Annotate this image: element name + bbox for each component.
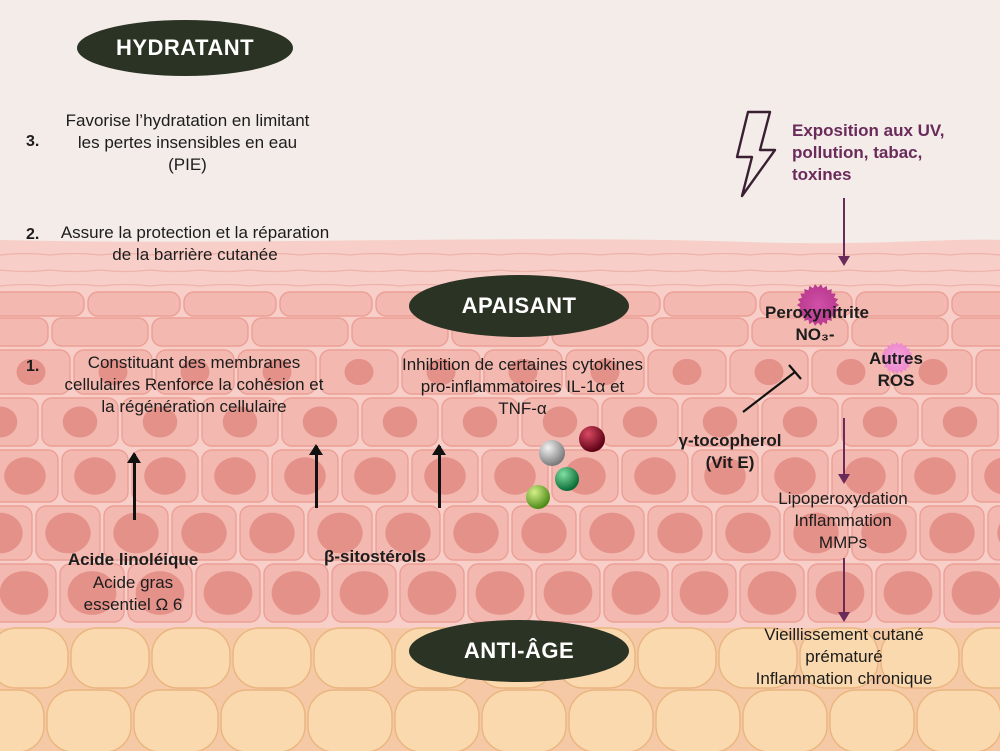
point-1-text: Constituant des membranes cellulaires Re… [64, 353, 324, 416]
acide-name: Acide linoléique [67, 550, 199, 569]
peroxynitrite-molecule [797, 284, 839, 326]
peroxynitrite-label: Peroxynitrite [765, 303, 869, 322]
tocopherol-label: γ-tocopherol [678, 431, 782, 450]
point-1-number: 1. [26, 358, 40, 375]
acide-type: Acide gras [92, 573, 174, 592]
effect-inflammation: Inflammation [794, 511, 892, 530]
anti-age-badge: ANTI-ÂGE [409, 620, 629, 682]
result-aging: Vieillissement cutané [764, 625, 924, 644]
ros-label-1: Autres [869, 349, 923, 368]
ros-molecule [881, 342, 913, 374]
down-arrow-stress [838, 198, 850, 266]
no3-label: NO₃- [795, 325, 835, 344]
ros-label-2: ROS [877, 371, 915, 390]
effect-mmps: MMPs [818, 533, 868, 552]
up-arrow-inhibition [432, 444, 446, 508]
point-3-text: Favorise l’hydratation en limitant les p… [65, 111, 310, 174]
point-2-text: Assure la protection et la réparation de… [60, 223, 330, 264]
down-arrow-ros [838, 418, 850, 484]
lightning-icon [735, 110, 777, 198]
stress-line-1: Exposition aux UV, [792, 121, 945, 140]
vit-e-label: (Vit E) [705, 453, 755, 472]
point-3-number: 3. [26, 133, 40, 150]
effect-lipoperoxydation: Lipoperoxydation [778, 489, 908, 508]
down-arrow-effects [838, 558, 850, 622]
stress-line-3: toxines [792, 165, 852, 184]
sitosterol-label: β-sitostérols [323, 547, 426, 566]
acide-omega: essentiel Ω 6 [83, 595, 183, 614]
stress-line-2: pollution, tabac, [792, 143, 923, 162]
point-2-number: 2. [26, 226, 40, 243]
inhibition-text: Inhibition de certaines cytokines pro-in… [402, 355, 643, 418]
up-arrow-sitosterol [309, 444, 323, 508]
hydratant-badge: HYDRATANT [77, 20, 293, 76]
apaisant-badge: APAISANT [409, 275, 629, 337]
molecule-spheres [526, 426, 605, 509]
result-premature: prématuré [805, 647, 883, 666]
result-inflammation: Inflammation chronique [755, 669, 933, 688]
up-arrow-acide [127, 452, 141, 520]
